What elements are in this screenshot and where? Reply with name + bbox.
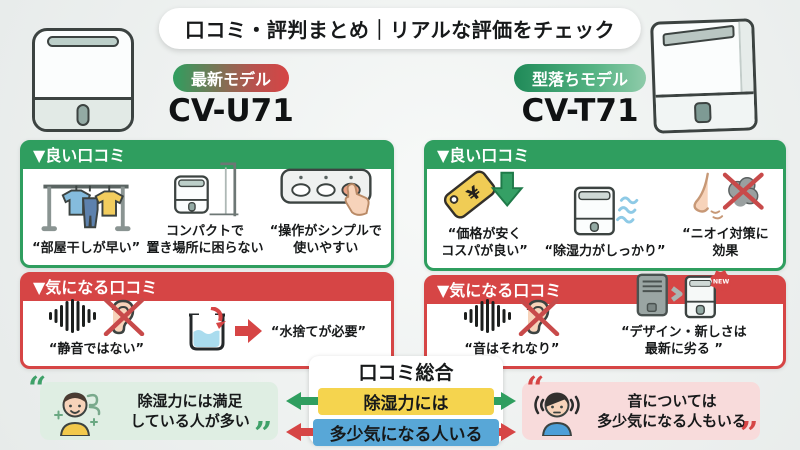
left-model-badge: 最新モデル xyxy=(172,64,289,92)
dehumidifier-tank xyxy=(35,97,131,129)
left-concern-reviews-box: ▼気になる口コミ xyxy=(20,272,394,369)
review-text: “除湿力がしっかり” xyxy=(544,244,666,260)
review-text: コンパクトで 置き場所に困らない xyxy=(146,224,264,257)
crossed-ear-icon xyxy=(518,296,560,340)
satisfied-person-icon xyxy=(48,382,102,440)
right-summary-quote-text: 音については 多少気になる人もいる xyxy=(597,391,747,430)
review-text: “価格が安く コスパが良い” xyxy=(441,227,528,260)
review-text: “ニオイ対策に 効果 xyxy=(682,227,769,260)
laundry-drying-icon xyxy=(36,175,136,239)
quote-close-mark: ” xyxy=(740,414,759,450)
price-tag-down-arrow-icon: ¥ xyxy=(442,165,528,225)
left-good-reviews-body: “部屋干しが早い” コンパクトで 置き場所に困らない xyxy=(23,162,391,265)
noise-person-icon xyxy=(530,382,584,440)
soundwave-icon xyxy=(463,298,515,338)
svg-text:NEW: NEW xyxy=(713,279,730,286)
review-item: “静音ではない” xyxy=(48,296,145,359)
arrowhead-left xyxy=(286,392,301,410)
old-vs-new-model-icon: NEW xyxy=(634,269,734,323)
dehumidifier-vent xyxy=(662,24,735,47)
review-text: “部屋干しが早い” xyxy=(32,241,141,257)
left-concern-reviews-body: “静音ではない” “水捨てが必要” xyxy=(23,297,391,366)
review-item: “操作がシンプルで 使いやすい xyxy=(270,164,382,258)
dehumidifier-tank xyxy=(655,91,755,131)
review-item: “水捨てが必要” xyxy=(183,306,367,359)
left-good-reviews-box: ▼良い口コミ xyxy=(20,140,394,268)
right-model-heading: 型落ちモデル CV-T71 xyxy=(492,64,668,128)
arrowhead-right xyxy=(501,423,516,441)
review-text: “静音ではない” xyxy=(48,342,145,358)
dehumidifier-airflow-icon xyxy=(568,184,642,242)
right-good-reviews-body: ¥ “価格が安く コスパが良い” xyxy=(427,169,783,268)
review-item: ¥ “価格が安く コスパが良い” xyxy=(441,165,528,261)
soundwave-icon xyxy=(48,298,100,338)
overall-summary-title: 口コミ総合 xyxy=(358,362,454,384)
left-model-name: CV-U71 xyxy=(168,93,294,129)
good-reviews-header: ▼良い口コミ xyxy=(427,143,783,169)
compact-placement-icon xyxy=(166,162,244,222)
dehumidifier-vent xyxy=(47,36,119,47)
review-item: “ニオイ対策に 効果 xyxy=(682,171,769,261)
review-item: コンパクトで 置き場所に困らない xyxy=(146,162,263,258)
right-model-badge: 型落ちモデル xyxy=(513,64,646,92)
quote-open-mark: “ xyxy=(28,369,47,407)
review-text: “音はそれなり” xyxy=(464,342,560,358)
dehumidifier-handle xyxy=(76,104,90,126)
right-good-reviews-box: ▼良い口コミ ¥ “価格が安く コスパが良い” xyxy=(424,140,786,271)
concern-reviews-header: ▼気になる口コミ xyxy=(23,275,391,301)
left-summary-quote-box: 除湿力には満足 している人が多い xyxy=(40,382,278,440)
review-item: “部屋干しが早い” xyxy=(32,175,140,258)
noise-icon-group xyxy=(463,296,560,340)
review-text: “デザイン・新しさは 最新に劣る ” xyxy=(621,325,747,358)
new-badge: NEW xyxy=(710,270,732,293)
dehumidifier-body xyxy=(32,28,134,132)
right-model-name: CV-T71 xyxy=(521,93,639,129)
right-concern-reviews-body: “音はそれなり” xyxy=(427,270,783,366)
noise-icon-group xyxy=(48,296,145,340)
water-tank-icon xyxy=(183,306,267,359)
arrowhead-left xyxy=(286,423,301,441)
dehumidifier-window xyxy=(693,101,712,124)
review-text: “操作がシンプルで 使いやすい xyxy=(269,224,382,257)
nose-odor-blocked-icon xyxy=(685,171,765,225)
good-reviews-header: ▼良い口コミ xyxy=(23,143,391,169)
right-summary-quote-box: 音については 多少気になる人もいる xyxy=(522,382,760,440)
right-concern-reviews-box: ▼気になる口コミ xyxy=(424,270,786,369)
arrowhead-right xyxy=(501,392,516,410)
quote-close-mark: ” xyxy=(254,414,273,450)
quote-open-mark: “ xyxy=(526,369,545,407)
left-summary-quote-text: 除湿力には満足 している人が多い xyxy=(130,391,250,430)
dehumidifier-left-image xyxy=(32,28,134,132)
page-title: 口コミ・評判まとめ｜リアルな評価をチェック xyxy=(158,8,642,49)
review-item: NEW “デザイン・新しさは 最新に劣る ” xyxy=(621,269,747,359)
simple-controls-icon xyxy=(278,164,374,222)
review-text: “水捨てが必要” xyxy=(270,324,367,340)
summary-highlight-blue: 多少気になる人いる xyxy=(313,419,499,446)
crossed-ear-icon xyxy=(103,296,145,340)
summary-highlight-yellow: 除湿力には xyxy=(318,388,494,415)
left-model-heading: 最新モデル CV-U71 xyxy=(148,64,314,128)
review-item: “音はそれなり” xyxy=(463,296,560,359)
review-item: “除湿力がしっかり” xyxy=(544,184,666,261)
